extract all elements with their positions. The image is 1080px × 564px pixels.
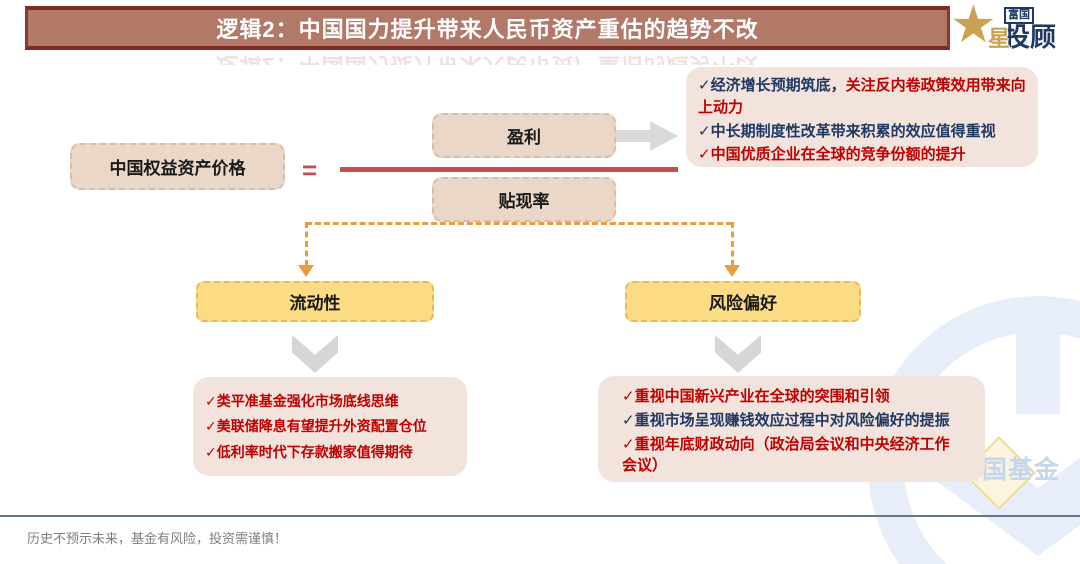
liquidity-box: 流动性: [196, 281, 434, 322]
slide-title: 逻辑2：中国国力提升带来人民币资产重估的趋势不改: [216, 17, 759, 42]
arrow-down-icon: [298, 265, 314, 277]
bullet-item: ✓中国优质企业在全球的竞争份额的提升: [698, 146, 966, 164]
earnings-label: 盈利: [507, 128, 541, 147]
risk-appetite-points-box: ✓重视中国新兴产业在全球的突围和引领 ✓重视市场呈现赚钱效应过程中对风险偏好的提…: [598, 376, 985, 482]
dashed-connector-horizontal: [306, 222, 732, 225]
earnings-box: 盈利: [432, 113, 616, 158]
bullet-item: ✓类平准基金强化市场底线思维: [205, 393, 399, 409]
footer-divider: [0, 515, 1080, 517]
discount-rate-box: 贴现率: [432, 177, 616, 222]
asset-price-label: 中国权益资产价格: [109, 159, 246, 178]
bullet-item: ✓中长期制度性改革带来积累的效应值得重视: [698, 122, 996, 140]
logo-star-char: 星: [987, 26, 1010, 51]
arrow-down-icon: [724, 265, 740, 277]
logo-brand-main: 投顾: [1004, 21, 1057, 52]
discount-rate-label: 贴现率: [498, 192, 550, 211]
chevron-down-icon: [292, 335, 338, 373]
fraction-bar: [340, 167, 678, 172]
fullgoal-star-advisor-logo: ★ 星 富国 投顾: [950, 0, 1080, 58]
equals-sign: =: [302, 155, 318, 185]
disclaimer-text: 历史不预示未来，基金有风险，投资需谨慎！: [27, 531, 288, 546]
bullet-item: ✓重视年底财政动向（政治局会议和中央经济工作会议）: [622, 436, 950, 474]
liquidity-points-box: ✓类平准基金强化市场底线思维 ✓美联储降息有望提升外资配置仓位 ✓低利率时代下存…: [193, 377, 467, 476]
banner-reflection: 逻辑2：中国国力提升带来人民币资产重估的趋势不改: [25, 51, 950, 65]
liquidity-label: 流动性: [289, 294, 341, 313]
dashed-connector-left: [305, 222, 308, 266]
arrow-right-icon: [616, 121, 678, 151]
dashed-connector-right: [731, 222, 734, 266]
chevron-down-icon: [715, 335, 761, 373]
star-icon: ★ 星: [950, 0, 1010, 54]
bullet-item: ✓低利率时代下存款搬家值得期待: [205, 443, 413, 460]
watermark-bar-shape: [1016, 330, 1060, 414]
asset-price-box: 中国权益资产价格: [70, 143, 285, 190]
slide-title-banner: 逻辑2：中国国力提升带来人民币资产重估的趋势不改: [25, 6, 950, 50]
logo-brand-top: 富国: [1004, 6, 1034, 24]
risk-appetite-box: 风险偏好: [625, 281, 861, 322]
earnings-points-box: ✓经济增长预期筑底，关注反内卷政策效用带来向上动力 ✓中长期制度性改革带来积累的…: [686, 67, 1038, 167]
bullet-item: ✓经济增长预期筑底，关注反内卷政策效用带来向上动力: [698, 77, 1026, 116]
bullet-item: ✓美联储降息有望提升外资配置仓位: [205, 418, 427, 435]
logo-text-block: 富国 投顾: [1004, 6, 1057, 52]
risk-appetite-label: 风险偏好: [709, 294, 777, 313]
bullet-item: ✓重视市场呈现赚钱效应过程中对风险偏好的提振: [622, 412, 950, 429]
bullet-item: ✓重视中国新兴产业在全球的突围和引领: [622, 388, 890, 405]
